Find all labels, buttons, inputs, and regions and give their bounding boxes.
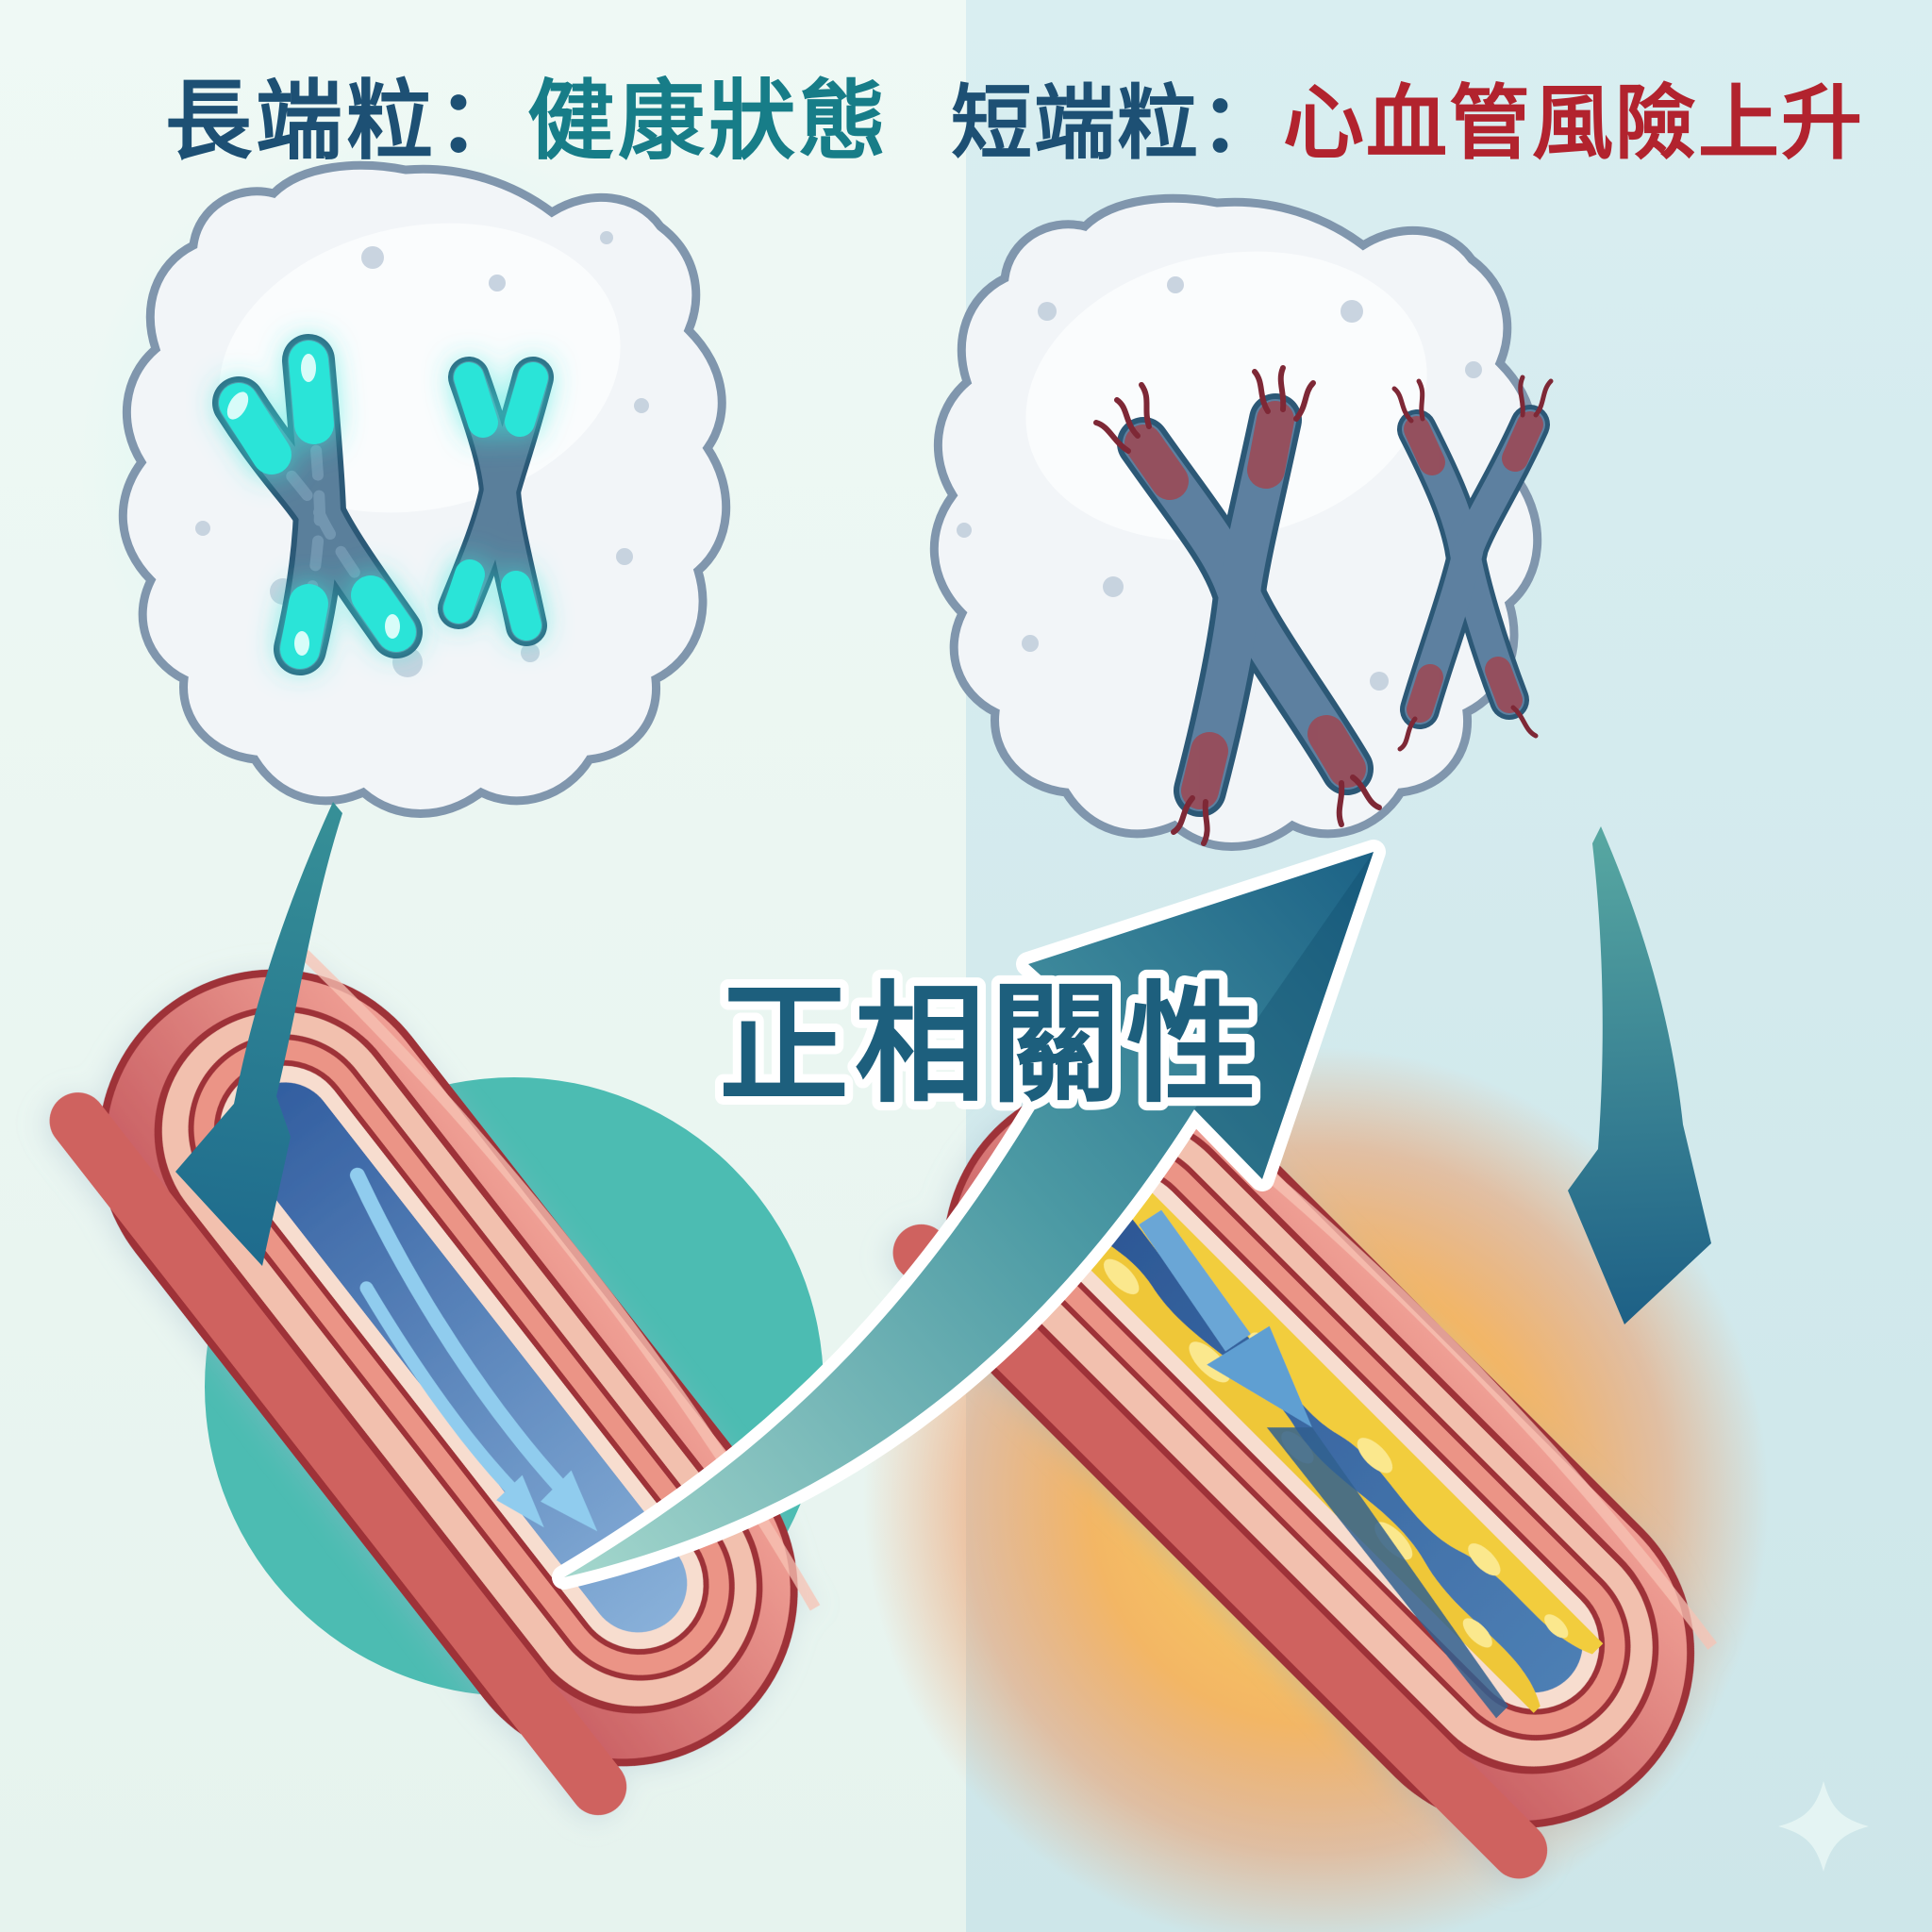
right-title-suffix: 心血管風險上升 xyxy=(1283,76,1864,171)
atherosclerotic-blood-vessel xyxy=(892,1055,1717,1879)
restricted-flow-arrow xyxy=(1139,1209,1508,1719)
cell-inner-highlight xyxy=(1025,251,1427,541)
arrow-left-cell-to-vessel xyxy=(175,802,342,1266)
chromosome-short-telomeres xyxy=(1391,375,1554,752)
aged-cell xyxy=(929,193,1554,851)
left-title-prefix: 長端粒： xyxy=(165,71,527,172)
right-title-prefix: 短端粒： xyxy=(951,76,1283,171)
blood-flow-arrows xyxy=(349,1167,598,1532)
positive-correlation-arrow xyxy=(552,840,1386,1590)
damaged-telomere-tips xyxy=(1404,411,1543,723)
vessel-near-wall xyxy=(892,1224,1548,1879)
frayed-telomere-strands xyxy=(1391,375,1554,752)
sparkle-icon xyxy=(1778,1781,1869,1872)
chromosome-long-telomeres xyxy=(438,357,554,646)
vessel-near-wall xyxy=(49,1092,627,1816)
telomere-tips-glowing xyxy=(443,362,548,641)
chromosome-long-telomeres xyxy=(212,334,423,675)
left-title-suffix: 健康狀態 xyxy=(527,71,890,172)
healthy-cell xyxy=(80,132,731,818)
damaged-telomere-tips xyxy=(1124,401,1366,809)
arrow-right-cell-to-vessel xyxy=(1568,826,1711,1324)
frayed-telomere-strands xyxy=(1093,365,1382,846)
left-title: 長端粒：健康狀態 xyxy=(165,71,890,172)
chromosome-short-telomeres xyxy=(1093,365,1382,846)
telomere-gloss xyxy=(226,354,400,656)
right-title: 短端粒：心血管風險上升 xyxy=(951,76,1864,171)
correlation-label: 正相關性 xyxy=(719,969,1262,1121)
